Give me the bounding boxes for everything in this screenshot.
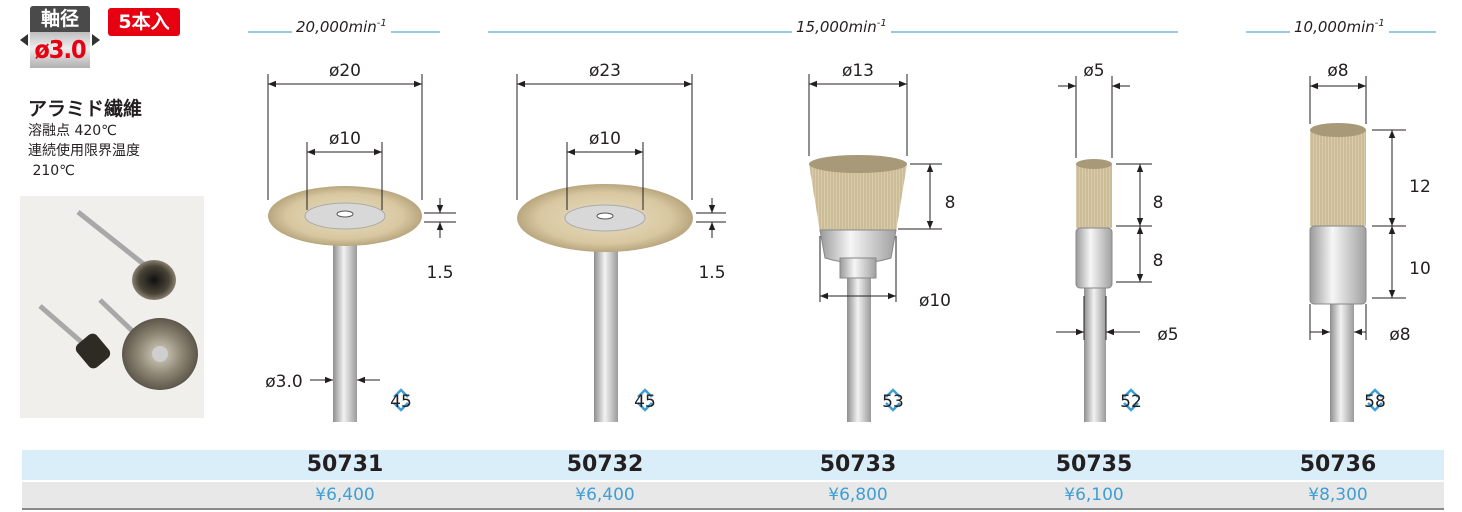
product-drawing-50736 <box>1309 76 1406 422</box>
quantity-badge: 5本入 <box>108 8 180 36</box>
dim-label: 12 <box>1409 177 1431 197</box>
length-label: 53 <box>882 392 904 412</box>
dim-label: ø20 <box>329 61 361 81</box>
price-row <box>22 482 1444 510</box>
product-code: 50735 <box>1055 452 1133 477</box>
shaft-diameter-badge: 軸径 ø3.0 <box>20 6 100 68</box>
length-label: 58 <box>1364 392 1386 412</box>
length-label: 45 <box>634 392 656 412</box>
dim-label: ø5 <box>1157 325 1178 345</box>
shaft-value: ø3.0 <box>30 32 90 68</box>
dim-label: ø10 <box>589 129 621 149</box>
shaft-label: 軸径 <box>30 6 90 32</box>
product-code: 50732 <box>566 452 644 477</box>
speed-label: 10,000min-1 <box>1290 18 1389 36</box>
product-drawing-50735 <box>1056 76 1152 422</box>
code-row <box>22 450 1444 480</box>
dim-label: ø8 <box>1327 61 1348 81</box>
speed-label: 15,000min-1 <box>792 18 891 36</box>
dim-label: 8 <box>1153 251 1164 271</box>
product-price: ¥6,800 <box>828 485 888 505</box>
dim-label: 8 <box>945 193 956 213</box>
product-price: ¥6,400 <box>575 485 635 505</box>
dim-label: ø10 <box>329 129 361 149</box>
product-drawing-50731 <box>267 74 456 422</box>
product-price: ¥6,400 <box>315 485 375 505</box>
product-drawing-50733 <box>808 74 942 422</box>
arrow-left-icon <box>20 34 28 46</box>
product-code: 50733 <box>819 452 897 477</box>
product-drawings: ø20 ø10 1.5 ø3.0 45 ø23 ø10 1.5 45 ø13 8… <box>265 61 1431 422</box>
product-code: 50736 <box>1299 452 1377 477</box>
speed-label: 20,000min-1 <box>292 18 391 36</box>
dim-label: 10 <box>1409 259 1431 279</box>
arrow-right-icon <box>92 34 100 46</box>
dim-label: ø10 <box>919 291 951 311</box>
dim-label: 1.5 <box>698 263 725 283</box>
dim-label: 1.5 <box>426 263 453 283</box>
length-label: 45 <box>390 392 412 412</box>
product-photo <box>20 196 204 418</box>
product-price: ¥8,300 <box>1308 485 1368 505</box>
dim-label: ø13 <box>842 61 874 81</box>
product-code: 50731 <box>306 452 384 477</box>
dim-label: 8 <box>1153 193 1164 213</box>
length-label: 52 <box>1120 392 1142 412</box>
dim-label: ø8 <box>1389 325 1410 345</box>
dim-label: ø23 <box>589 61 621 81</box>
dim-label: ø3.0 <box>265 372 302 392</box>
product-price: ¥6,100 <box>1064 485 1124 505</box>
dim-label: ø5 <box>1083 61 1104 81</box>
material-title: アラミド繊維 <box>28 98 143 120</box>
material-line: 溶融点 420℃ <box>28 123 117 139</box>
product-drawing-50732 <box>516 74 726 422</box>
material-line: 210℃ <box>28 163 75 179</box>
material-line: 連続使用限界温度 <box>28 143 140 159</box>
